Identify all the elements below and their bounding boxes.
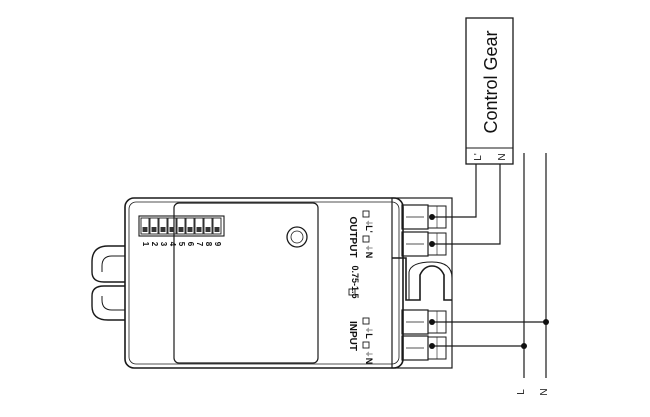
output-terminal-n-label: N [364,252,374,259]
control-gear-label: Control Gear [481,30,501,133]
output-ground-symbol-2: ⏚ [365,245,373,252]
wiring: L N [429,153,550,396]
input-ground-symbol: ⏚ [365,327,373,334]
dip-switch-9 [212,217,222,235]
junction-dot [429,241,435,247]
dip-switch-2 [149,217,159,235]
dip-switch-knob-2 [151,227,157,232]
dip-switch-number-3: 3 [159,242,168,247]
dip-switch-knob-6 [187,227,193,232]
dip-switch-number-7: 7 [195,242,204,247]
dip-switch-frame [138,215,225,237]
input-terminal-l [401,309,447,335]
control-gear-terminal-l: L' [473,153,484,161]
dip-switch-number-6: 6 [186,242,195,247]
sensor-device: OUTPUT ⏚ L' ⏚ N 0.75-1.5 INPUT ⏚ L ⏚ N 1… [91,197,453,369]
input-terminal-l-label: L [364,333,374,339]
junction-dot [429,343,435,349]
junction-dot [429,214,435,220]
dip-switch-knob-5 [178,227,184,232]
dip-switch-knob-7 [196,227,202,232]
input-ground-symbol-2: ⏚ [365,351,373,358]
dip-switch-knob-4 [169,227,175,232]
terminal-notch [392,257,452,301]
input-terminal-labels: ⏚ L ⏚ N [362,317,374,365]
dip-switch-8 [203,217,213,235]
control-gear-terminal-n: N [497,153,508,160]
dip-switch-number-9: 9 [213,242,222,247]
junction-dot [429,319,435,325]
dip-switch-number-5: 5 [177,242,186,247]
mains-line-label: L [516,389,527,395]
dip-switch-number-4: 4 [168,242,177,247]
junction-dot [521,343,527,349]
wire-size-label: 0.75-1.5 [350,265,360,298]
control-gear: Control Gear L' N [465,17,514,165]
input-terminal-n-label: N [364,358,374,365]
input-terminal-n [401,335,447,361]
mains-neutral-label: N [539,388,550,395]
output-ground-symbol: ⏚ [365,220,373,227]
dip-switch-number-1: 1 [141,242,150,247]
dip-switch-number-2: 2 [150,242,159,247]
dip-switch-4 [167,217,177,235]
junction-dot [543,319,549,325]
dip-switch-5 [176,217,186,235]
output-terminal-l-label: L' [364,225,374,233]
adjustment-knob [286,226,308,248]
wire-output-l [432,164,477,218]
dip-switch-1 [140,217,150,235]
dip-switch-knob-8 [205,227,211,232]
dip-switch-knob-3 [160,227,166,232]
input-label: INPUT [347,321,358,351]
dip-switch-7 [194,217,204,235]
wire-size-spec: 0.75-1.5 [348,265,360,299]
output-terminal-labels: ⏚ L' ⏚ N [362,210,374,259]
mounting-tab [91,245,125,321]
output-label: OUTPUT [347,216,358,257]
dip-switch-3 [158,217,168,235]
dip-switch-knob-1 [142,227,148,232]
wire-output-n [432,164,501,245]
dip-switch-number-8: 8 [204,242,213,247]
dip-switch-6 [185,217,195,235]
dip-switch-knob-9 [214,227,220,232]
